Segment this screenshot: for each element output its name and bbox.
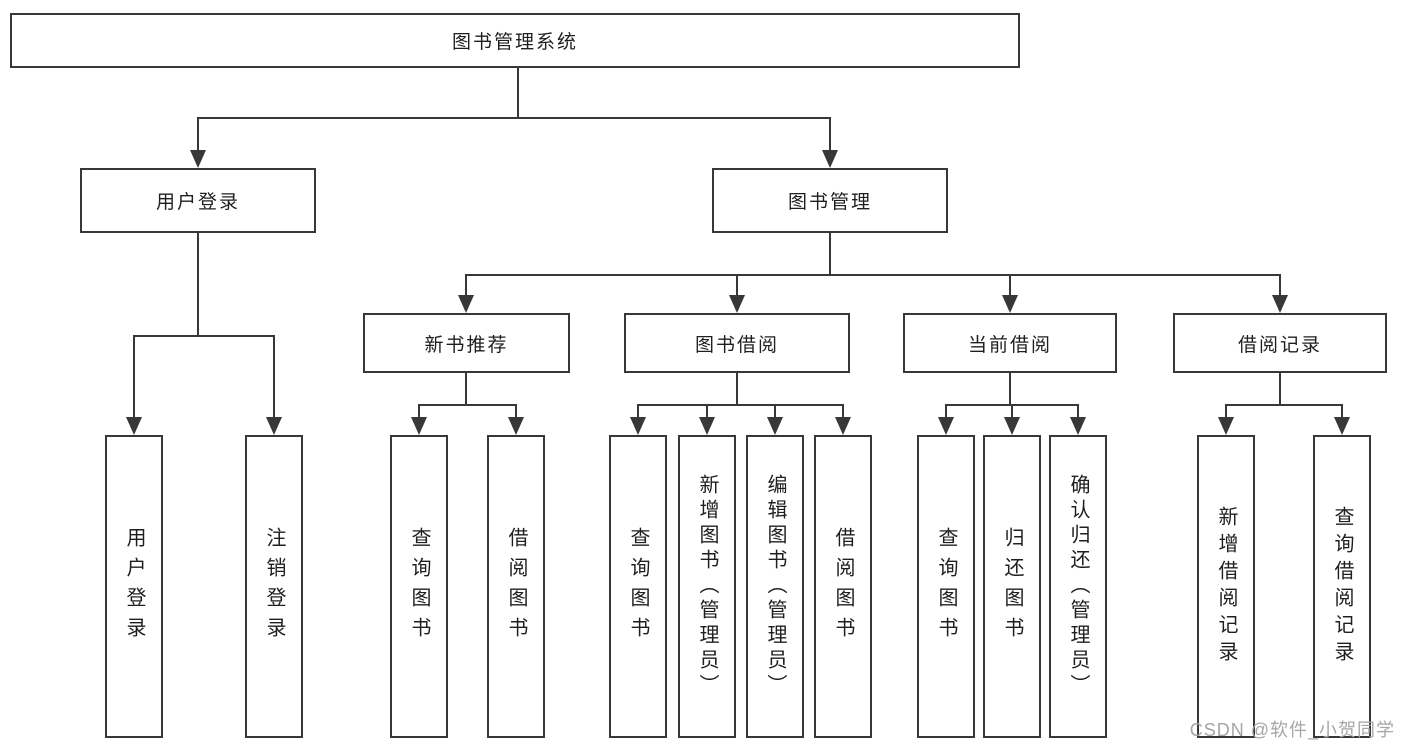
arrow-down-icon <box>1218 417 1234 435</box>
arrow-down-icon <box>126 417 142 435</box>
leaf-cb-confirm-return-admin-label: 确认归还（管理员） <box>1067 474 1089 699</box>
connector-line <box>273 336 275 426</box>
node-user-login-label: 用户登录 <box>155 192 240 213</box>
node-book-management: 图书管理 <box>712 168 948 233</box>
leaf-bb-add-book-admin-label: 新增图书（管理员） <box>696 474 718 699</box>
arrow-down-icon <box>938 417 954 435</box>
connector-line <box>736 275 738 297</box>
arrow-down-icon <box>1004 417 1020 435</box>
arrow-down-icon <box>729 295 745 313</box>
connector-line <box>197 233 199 336</box>
arrow-down-icon <box>630 417 646 435</box>
leaf-bb-query-book: 查询图书 <box>609 435 667 738</box>
connector-line <box>1009 373 1011 405</box>
node-new-book-recommend: 新书推荐 <box>363 313 570 373</box>
node-current-borrow: 当前借阅 <box>903 313 1117 373</box>
connector-line <box>736 373 738 405</box>
node-borrow-record-label: 借阅记录 <box>1237 334 1322 356</box>
csdn-watermark: CSDN @软件_小贺同学 <box>1189 720 1395 740</box>
leaf-br-query-record: 查询借阅记录 <box>1313 435 1371 738</box>
leaf-bb-add-book-admin: 新增图书（管理员） <box>678 435 736 738</box>
leaf-cb-query-book-label: 查询图书 <box>935 526 957 647</box>
leaf-nbr-query-book: 查询图书 <box>390 435 448 738</box>
connector-line <box>842 405 844 427</box>
leaf-bb-query-book-label: 查询图书 <box>627 526 649 647</box>
connector-line <box>465 373 467 405</box>
connector-line <box>1009 275 1011 297</box>
node-user-login: 用户登录 <box>80 168 316 233</box>
connector-line <box>197 118 199 160</box>
node-book-management-label: 图书管理 <box>787 192 872 213</box>
leaf-br-add-record-label: 新增借阅记录 <box>1215 505 1237 668</box>
connector-line <box>945 405 947 427</box>
leaf-nbr-query-book-label: 查询图书 <box>408 526 430 647</box>
node-book-borrow-label: 图书借阅 <box>694 334 779 356</box>
arrow-down-icon <box>411 417 427 435</box>
arrow-down-icon <box>190 150 206 168</box>
node-new-book-recommend-label: 新书推荐 <box>424 334 509 356</box>
arrow-down-icon <box>1070 417 1086 435</box>
arrow-down-icon <box>1272 295 1288 313</box>
connector-line <box>1279 275 1281 297</box>
node-current-borrow-label: 当前借阅 <box>967 334 1052 356</box>
leaf-br-add-record: 新增借阅记录 <box>1197 435 1255 738</box>
node-book-borrow: 图书借阅 <box>624 313 850 373</box>
connector-line <box>517 68 519 118</box>
arrow-down-icon <box>266 417 282 435</box>
leaf-user-login-label: 用户登录 <box>123 526 145 647</box>
arrow-down-icon <box>699 417 715 435</box>
connector-line <box>829 118 831 160</box>
arrow-down-icon <box>458 295 474 313</box>
connector-line <box>637 405 639 427</box>
node-root: 图书管理系统 <box>10 13 1020 68</box>
connector-line <box>197 117 831 119</box>
connector-line <box>829 233 831 275</box>
node-borrow-record: 借阅记录 <box>1173 313 1387 373</box>
leaf-cb-return-book: 归还图书 <box>983 435 1041 738</box>
arrow-down-icon <box>822 150 838 168</box>
leaf-logout: 注销登录 <box>245 435 303 738</box>
leaf-bb-edit-book-admin-label: 编辑图书（管理员） <box>764 474 786 699</box>
leaf-cb-confirm-return-admin: 确认归还（管理员） <box>1049 435 1107 738</box>
leaf-bb-borrow-book-label: 借阅图书 <box>832 526 854 647</box>
connector-line <box>1341 405 1343 427</box>
leaf-cb-return-book-label: 归还图书 <box>1001 526 1023 647</box>
connector-line <box>1011 405 1013 427</box>
leaf-bb-borrow-book: 借阅图书 <box>814 435 872 738</box>
leaf-bb-edit-book-admin: 编辑图书（管理员） <box>746 435 804 738</box>
leaf-user-login: 用户登录 <box>105 435 163 738</box>
connector-line <box>1225 404 1343 406</box>
connector-line <box>133 336 135 426</box>
arrow-down-icon <box>1002 295 1018 313</box>
connector-line <box>418 404 517 406</box>
leaf-nbr-borrow-book-label: 借阅图书 <box>505 526 527 647</box>
connector-line <box>637 404 844 406</box>
connector-line <box>706 405 708 427</box>
connector-line <box>418 405 420 427</box>
leaf-br-query-record-label: 查询借阅记录 <box>1331 505 1353 668</box>
node-root-label: 图书管理系统 <box>451 32 578 53</box>
connector-line <box>1279 373 1281 405</box>
arrow-down-icon <box>1334 417 1350 435</box>
leaf-cb-query-book: 查询图书 <box>917 435 975 738</box>
connector-line <box>1077 405 1079 427</box>
connector-line <box>774 405 776 427</box>
arrow-down-icon <box>508 417 524 435</box>
connector-line <box>515 405 517 427</box>
leaf-logout-label: 注销登录 <box>263 526 285 647</box>
connector-line <box>465 274 1281 276</box>
arrow-down-icon <box>835 417 851 435</box>
connector-line <box>133 335 275 337</box>
leaf-nbr-borrow-book: 借阅图书 <box>487 435 545 738</box>
connector-line <box>465 275 467 297</box>
arrow-down-icon <box>767 417 783 435</box>
connector-line <box>1225 405 1227 427</box>
